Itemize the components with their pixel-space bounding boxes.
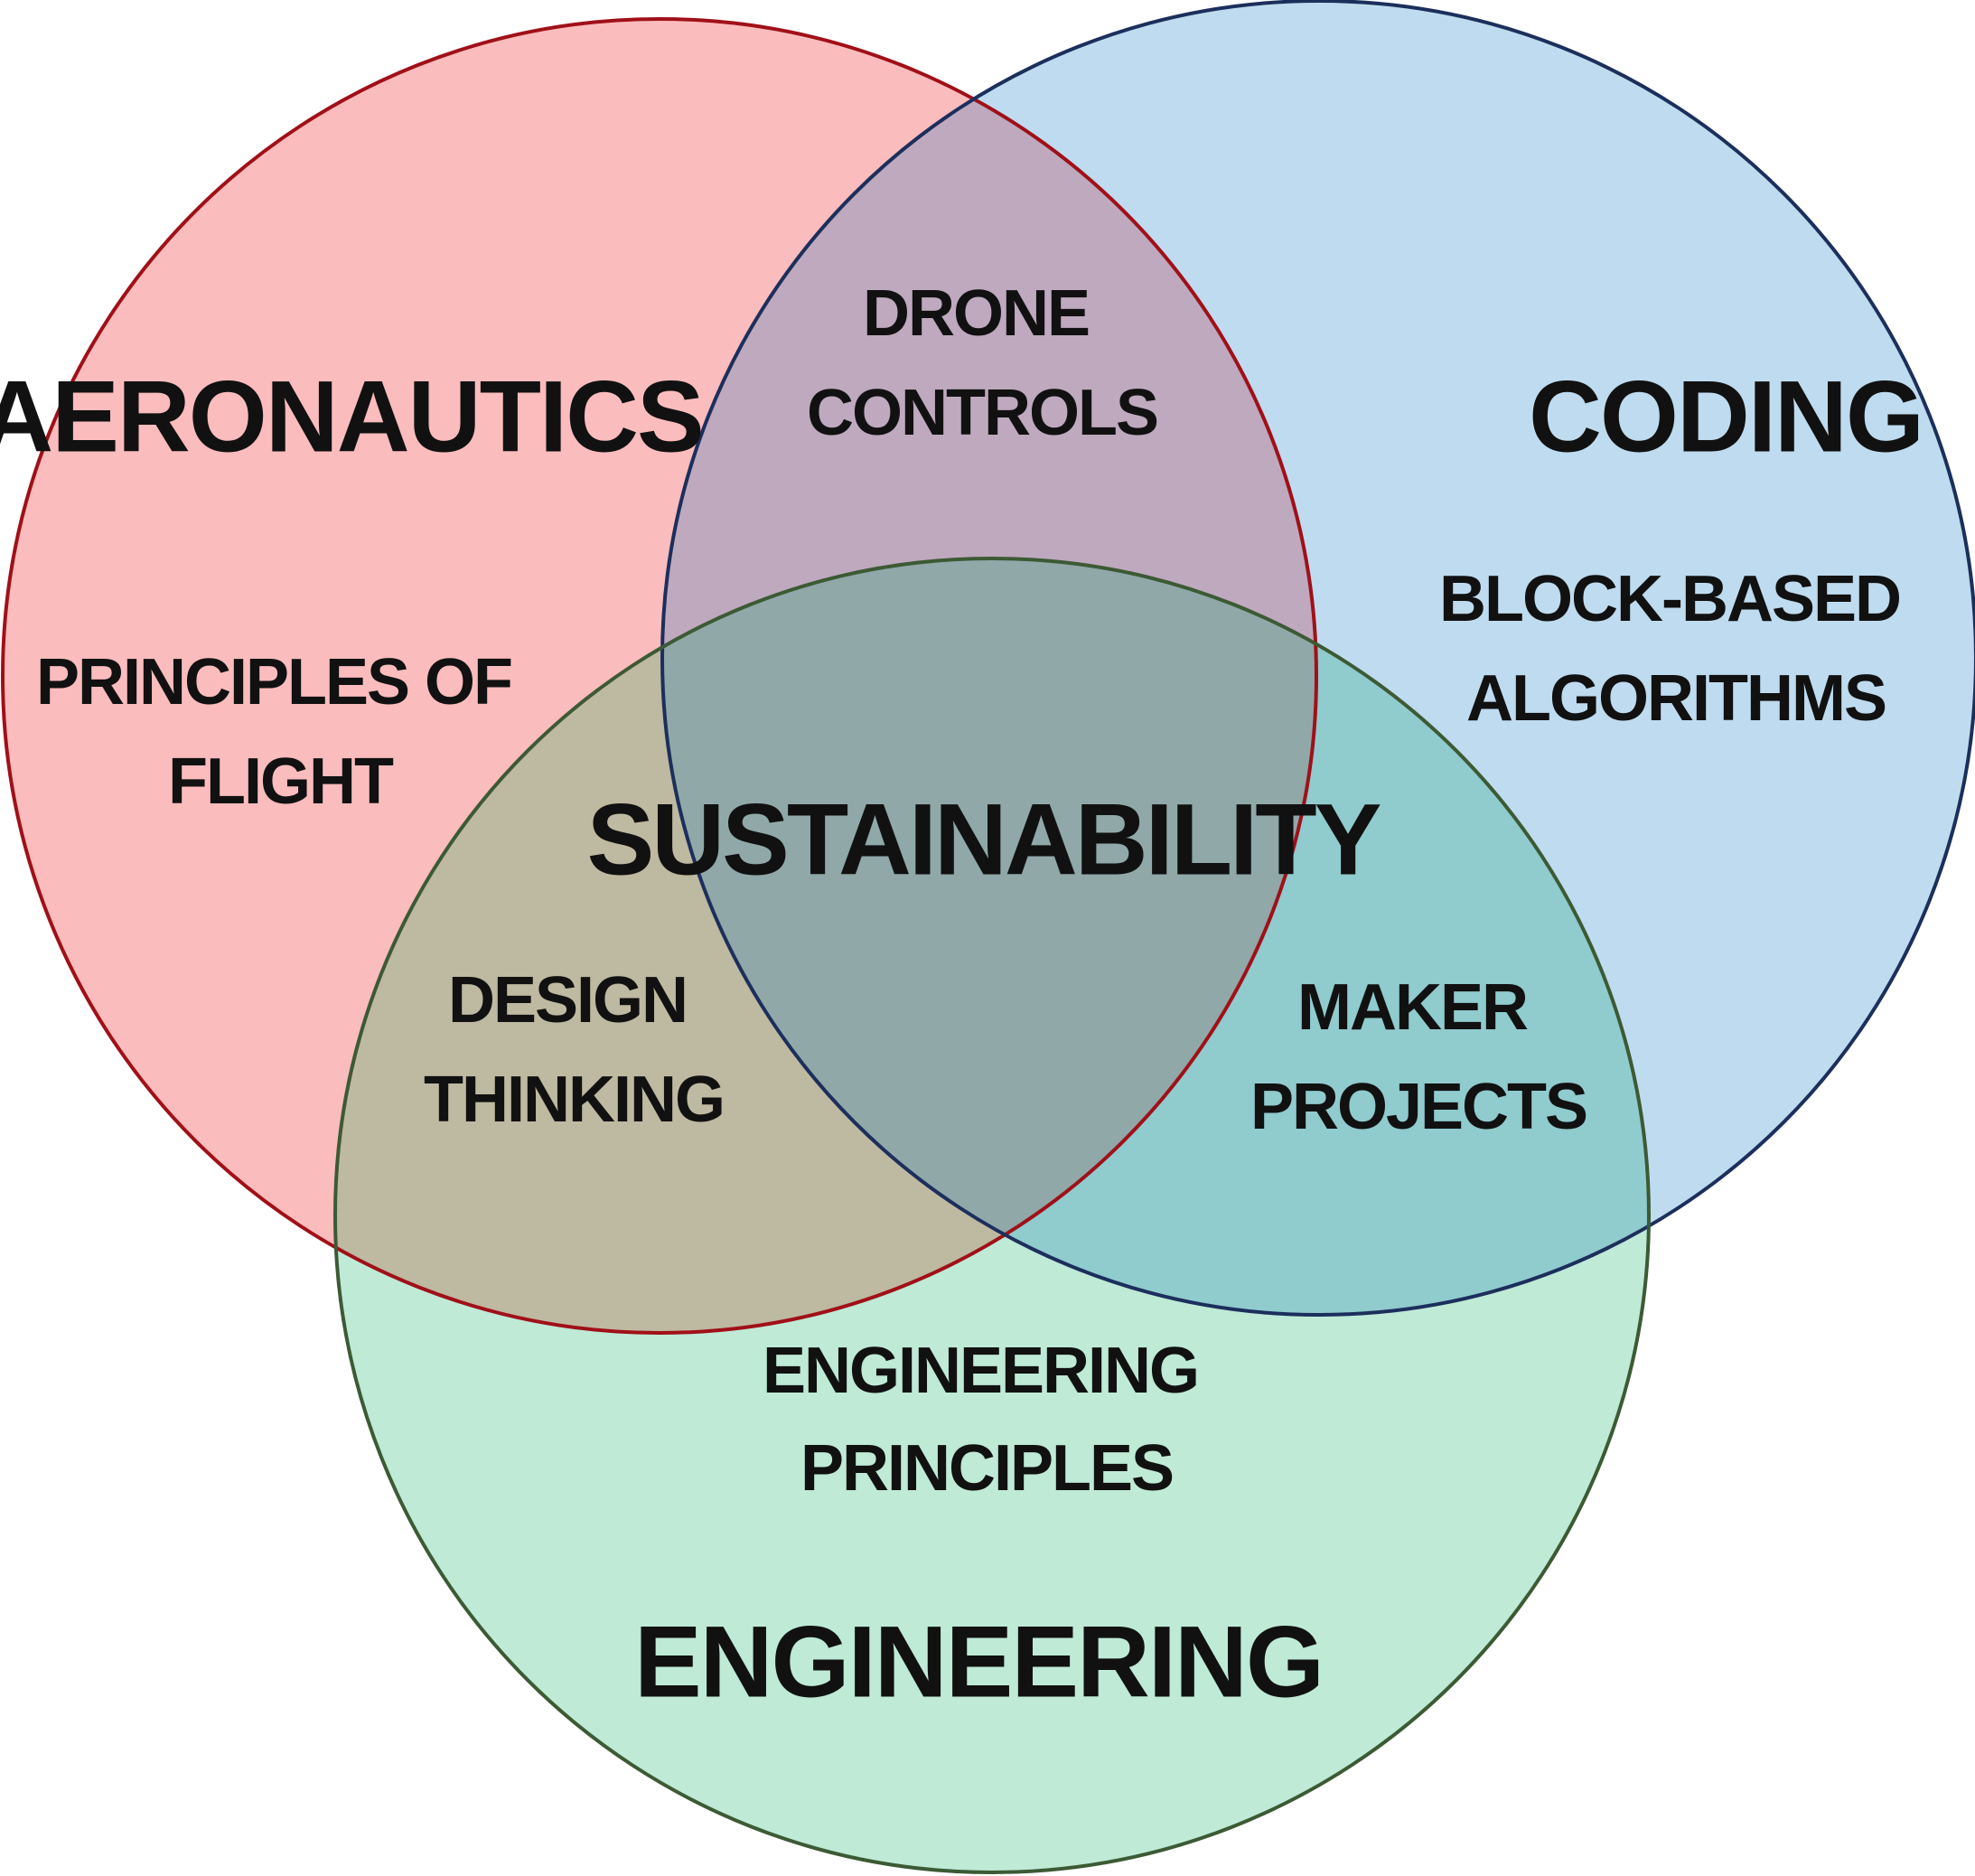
aeronautics-circle-outline: [1, 17, 1318, 1335]
engineering-subtitle-line2: PRINCIPLES: [800, 1432, 1173, 1505]
coding-title: CODING: [1529, 361, 1923, 474]
aeronautics-subtitle-line2: FLIGHT: [168, 746, 394, 818]
coding-circle-outline: [660, 0, 1975, 1317]
engineering-title: ENGINEERING: [634, 1606, 1323, 1719]
aeronautics-title: AERONAUTICS: [0, 361, 703, 474]
design-thinking-line2: THINKING: [424, 1064, 724, 1136]
coding-subtitle-line1: BLOCK-BASED: [1439, 563, 1900, 635]
design-thinking-line1: DESIGN: [448, 964, 687, 1036]
drone-controls-line2: CONTROLS: [807, 377, 1157, 449]
coding-subtitle-line2: ALGORITHMS: [1466, 662, 1886, 735]
aeronautics-subtitle-line1: PRINCIPLES OF: [36, 646, 511, 718]
maker-projects-line2: PROJECTS: [1250, 1071, 1587, 1143]
engineering-subtitle-line1: ENGINEERING: [763, 1335, 1198, 1407]
maker-projects-line1: MAKER: [1297, 971, 1528, 1044]
engineering-circle-outline: [333, 557, 1651, 1874]
drone-controls-line1: DRONE: [863, 277, 1089, 350]
center-title: SUSTAINABILITY: [587, 783, 1381, 896]
